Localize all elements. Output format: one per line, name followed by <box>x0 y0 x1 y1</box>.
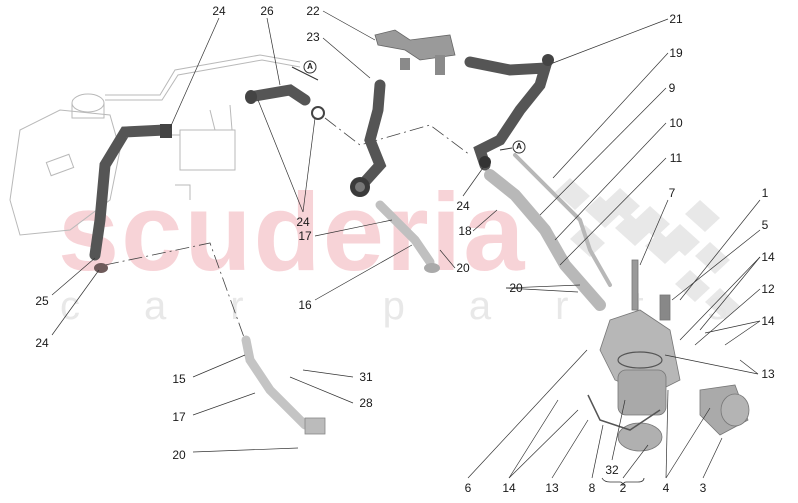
callout-16[interactable]: 16 <box>298 298 312 312</box>
callout-8[interactable]: 8 <box>588 481 596 495</box>
view-a-label-right: A <box>516 142 522 151</box>
bracket-22 <box>374 29 456 61</box>
callout-12[interactable]: 12 <box>761 282 775 296</box>
callout-31[interactable]: 31 <box>359 370 373 384</box>
callout-9[interactable]: 9 <box>668 81 676 95</box>
clamp-24e <box>479 156 491 168</box>
view-a-arrow-left <box>291 60 319 81</box>
callout-24[interactable]: 24 <box>35 336 49 350</box>
clamp-24b <box>245 90 257 104</box>
hose-26 <box>249 84 311 106</box>
view-a-label-left: A <box>307 62 313 71</box>
hose-23 <box>356 79 387 191</box>
callout-17[interactable]: 17 <box>172 410 186 424</box>
callout-10[interactable]: 10 <box>669 116 683 130</box>
callout-26[interactable]: 26 <box>260 4 274 18</box>
water-pump-assembly <box>587 259 750 452</box>
view-a-arrow-right <box>499 140 526 154</box>
callout-21[interactable]: 21 <box>669 12 683 26</box>
callout-14[interactable]: 14 <box>761 250 775 264</box>
dash-lines <box>104 117 471 341</box>
hose-25 <box>89 124 171 261</box>
callout-19[interactable]: 19 <box>669 46 683 60</box>
metal-pipes <box>484 153 612 311</box>
callout-14[interactable]: 14 <box>761 314 775 328</box>
callout-1[interactable]: 1 <box>761 186 769 200</box>
callout-23[interactable]: 23 <box>306 30 320 44</box>
callout-17[interactable]: 17 <box>298 229 312 243</box>
callout-32[interactable]: 32 <box>605 463 619 477</box>
callout-13[interactable]: 13 <box>545 481 559 495</box>
clamp-24c <box>311 106 325 120</box>
callout-15[interactable]: 15 <box>172 372 186 386</box>
callout-20[interactable]: 20 <box>456 261 470 275</box>
leader-lines <box>51 10 761 479</box>
callout-24[interactable]: 24 <box>212 4 226 18</box>
callout-24[interactable]: 24 <box>296 215 310 229</box>
pipe-16 <box>375 200 435 267</box>
callout-5[interactable]: 5 <box>761 218 769 232</box>
watermark-brand: scuderia <box>58 171 527 294</box>
callout-20[interactable]: 20 <box>509 281 523 295</box>
hose-21 <box>464 56 553 171</box>
clamp-24d <box>94 263 108 273</box>
callout-24[interactable]: 24 <box>456 199 470 213</box>
callout-3[interactable]: 3 <box>699 481 707 495</box>
group-bracket-2 <box>601 477 645 487</box>
expansion-tank <box>9 54 301 236</box>
callout-2[interactable]: 2 <box>619 481 627 495</box>
callout-14[interactable]: 14 <box>502 481 516 495</box>
callout-13[interactable]: 13 <box>761 367 775 381</box>
callout-6[interactable]: 6 <box>464 481 472 495</box>
callout-11[interactable]: 11 <box>669 151 683 165</box>
callout-28[interactable]: 28 <box>359 396 373 410</box>
callout-25[interactable]: 25 <box>35 294 49 308</box>
clamp-24a <box>160 124 172 138</box>
checker-flag-watermark <box>555 178 740 320</box>
callout-4[interactable]: 4 <box>662 481 670 495</box>
callout-7[interactable]: 7 <box>668 186 676 200</box>
callout-22[interactable]: 22 <box>306 4 320 18</box>
callout-20[interactable]: 20 <box>172 448 186 462</box>
pipe-15 <box>241 335 310 430</box>
callout-18[interactable]: 18 <box>458 224 472 238</box>
